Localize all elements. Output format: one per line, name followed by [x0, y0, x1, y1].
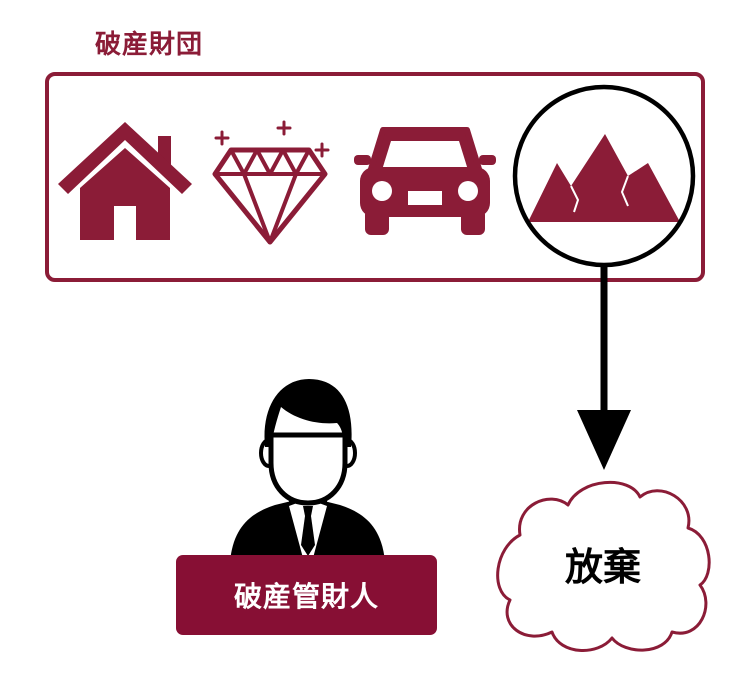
person-tie [301, 516, 315, 556]
abandon-label: 放棄 [564, 545, 641, 589]
person-hair [264, 379, 352, 447]
mountain-ridge-line [620, 175, 629, 207]
diamond-crown-facets [229, 148, 311, 176]
car-mirror-left [354, 155, 371, 165]
estate-title: 破産財団 [95, 30, 204, 60]
diamond-outline [212, 147, 328, 245]
mountain-range [528, 134, 680, 222]
diamond-pavilion-facet-left [242, 172, 272, 244]
businessman-icon [230, 379, 385, 562]
down-arrow [577, 265, 631, 470]
house-icon [58, 122, 192, 240]
diamond-icon [212, 120, 330, 245]
person-face [268, 432, 348, 506]
person-tie-knot [303, 506, 313, 516]
car-wheel-right [461, 209, 485, 235]
mountain-icon [528, 134, 680, 222]
arrow-head [577, 410, 631, 470]
car-headlight-right [458, 181, 478, 201]
mountain-ridge-line [570, 185, 580, 213]
car-icon [354, 127, 496, 235]
car-wheel-left [365, 209, 389, 235]
car-license-plate [408, 191, 442, 205]
diamond-pavilion-facet-right [268, 172, 298, 244]
abandon-cloud [496, 480, 711, 652]
sparkle-icon [214, 120, 330, 158]
car-mirror-right [479, 155, 496, 165]
trustee-label: 破産管財人 [176, 555, 437, 635]
car-headlight-left [372, 181, 392, 201]
house-body [80, 148, 170, 240]
house-roof [58, 122, 192, 194]
house-door [114, 206, 136, 240]
trustee-label-text: 破産管財人 [233, 580, 379, 613]
car-windshield [382, 141, 468, 170]
